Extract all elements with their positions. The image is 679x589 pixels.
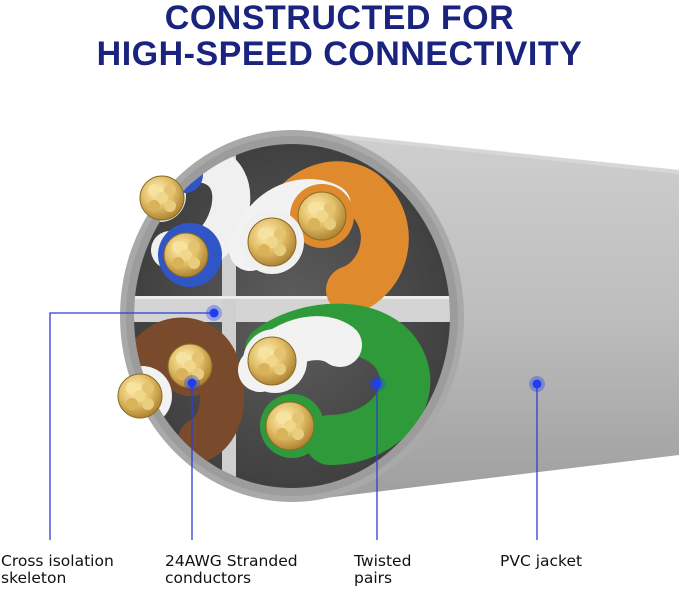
callout-line-skeleton — [49, 312, 214, 540]
headline-line-1: CONSTRUCTED FOR — [164, 0, 515, 37]
callout-label-cross-isolation-skeleton: Cross isolation skeleton — [1, 552, 114, 587]
conductor-bundle — [163, 232, 209, 278]
callout-label-pvc-jacket: PVC jacket — [500, 552, 583, 570]
callout-dot-conductors — [184, 375, 200, 391]
callout-label-stranded-conductors: 24AWG Stranded conductors — [165, 552, 298, 587]
callout-lines — [49, 312, 538, 540]
conductor-bundle — [247, 217, 297, 267]
callout-label-twisted-pairs: Twisted pairs — [354, 552, 412, 587]
conductor-bundle — [265, 401, 315, 451]
callout-dots — [184, 305, 545, 392]
headline-line-2: HIGH-SPEED CONNECTIVITY — [96, 35, 583, 73]
callout-dot-skeleton — [206, 305, 222, 321]
callout-dot-jacket — [529, 376, 545, 392]
conductor-bundle — [167, 343, 213, 389]
conductor-bundle — [117, 373, 163, 419]
conductor-bundle — [139, 175, 185, 221]
conductor-bundle — [297, 191, 347, 241]
conductor-bundle — [247, 336, 297, 386]
callout-dot-twisted-pairs — [369, 376, 385, 392]
copper-conductors — [117, 175, 347, 451]
